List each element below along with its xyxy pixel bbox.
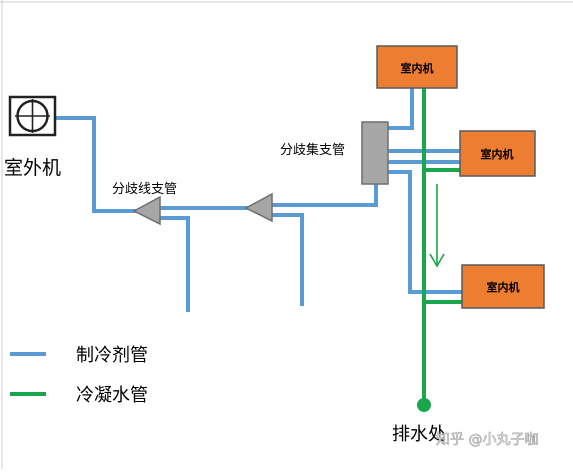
drain-label: 排水处 [392,424,446,445]
refrigerant-pipe-to-unit-1 [388,88,414,130]
refrigerant-pipe-drop-1 [160,216,190,312]
header-branch-box [361,121,389,185]
outdoor-unit-label: 室外机 [4,157,61,179]
indoor-unit-1: 室内机 [376,45,458,89]
drain-point [417,398,431,412]
legend-refrigerant-label: 制冷剂管 [76,345,148,366]
legend: 制冷剂管 冷凝水管 [10,345,148,406]
refrigerant-pipe-to-header [272,183,378,207]
refrigerant-pipe-drop-2 [272,213,304,306]
watermark: 知乎 @小丸子咖 [436,431,538,448]
indoor-unit-2: 室内机 [459,130,536,177]
indoor-unit-1-label: 室内机 [401,61,434,75]
indoor-unit-3-label: 室内机 [487,280,520,294]
refrigerant-pipes [56,88,462,312]
branch-pipe-label: 分歧线支管 [112,182,177,197]
refrigerant-pipe-main [56,116,138,213]
refrigerant-pipe-to-unit-3 [388,170,462,294]
indoor-unit-3: 室内机 [461,264,545,309]
outdoor-unit-icon [8,95,57,137]
flow-arrow [429,184,445,268]
indoor-unit-2-label: 室内机 [481,147,514,161]
branch-fitting-2 [244,192,273,223]
header-branch-label: 分歧集支管 [280,142,345,158]
legend-condensate-label: 冷凝水管 [76,385,148,406]
branch-fitting-1 [132,195,161,226]
condensate-pipes [422,88,462,400]
